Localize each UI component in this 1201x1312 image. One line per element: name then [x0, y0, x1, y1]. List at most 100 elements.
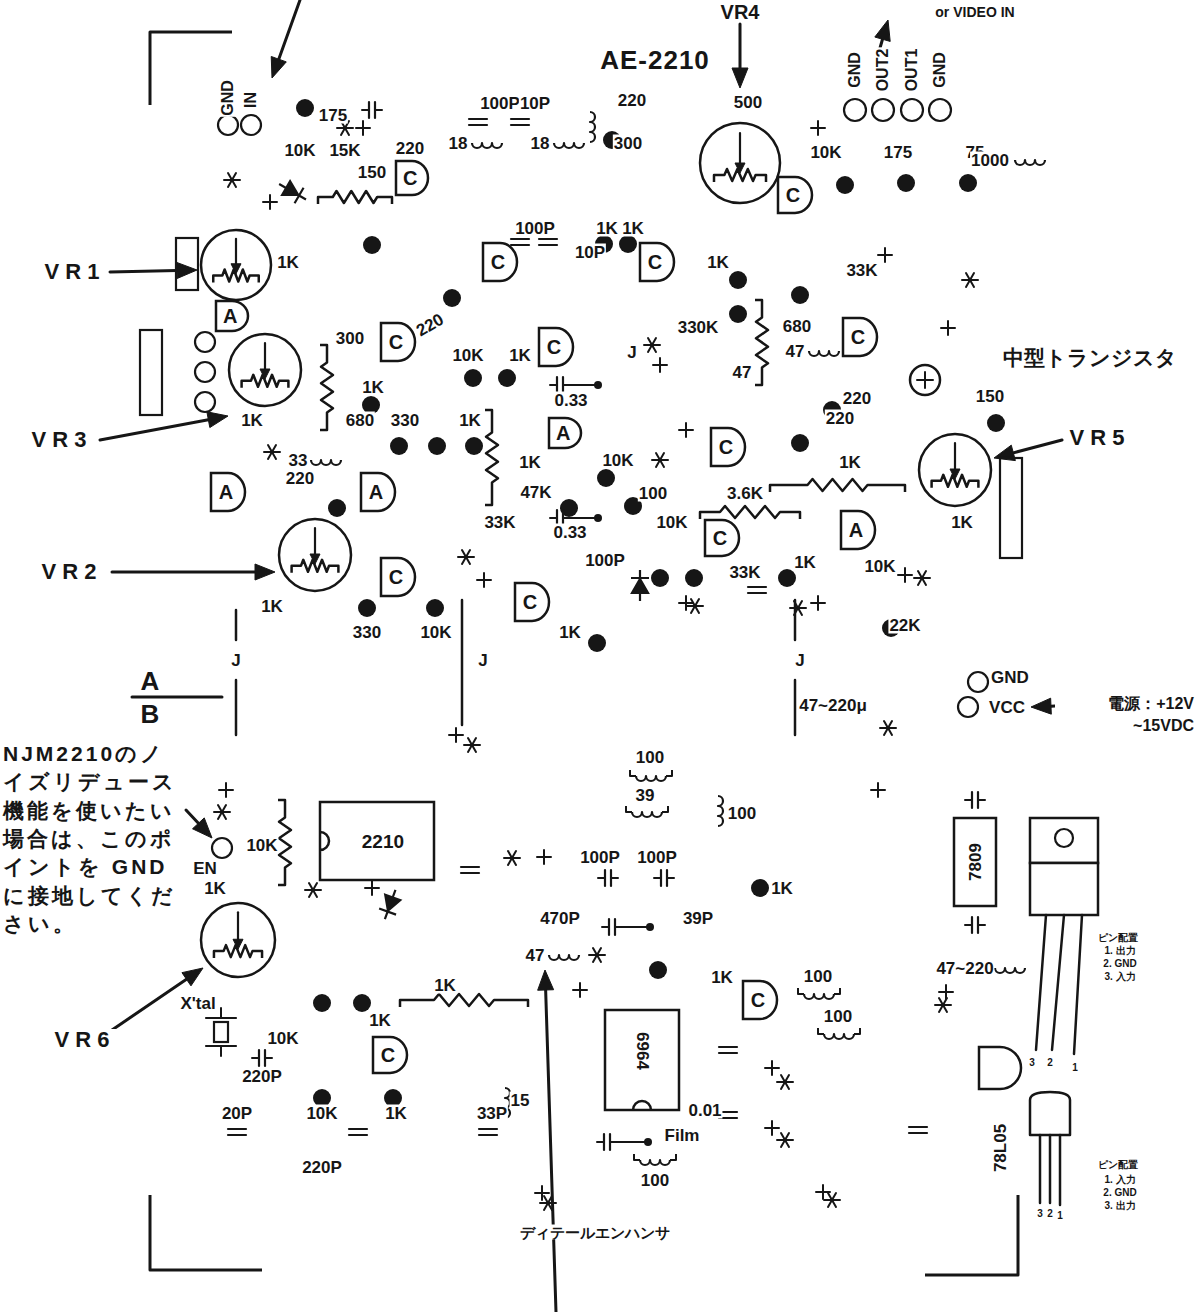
- ic-package: 7809: [952, 816, 998, 908]
- transistor-symbol: C: [841, 316, 879, 358]
- part-outline-path: [381, 323, 415, 361]
- solder-pad: [296, 99, 314, 117]
- polarity-mark: [455, 728, 457, 742]
- regulator-body: [1030, 863, 1098, 915]
- pointer-arrow: [112, 979, 186, 1030]
- electrolytic-mark: [884, 721, 892, 735]
- solder-pad: [313, 994, 331, 1012]
- polarity-mark: [685, 596, 687, 610]
- component-value: 10P: [519, 95, 551, 112]
- component-value: 300: [335, 330, 365, 347]
- crystal-symbol: [214, 1022, 228, 1042]
- pointer-arrow-head: [177, 262, 197, 278]
- component-value: 150: [357, 164, 387, 181]
- component-value: 10K: [266, 1030, 299, 1047]
- part-outline-path: [539, 328, 573, 366]
- transistor-symbol: A: [209, 471, 247, 513]
- component-value: 15: [510, 1092, 531, 1109]
- terminal-pad: [218, 115, 238, 135]
- component-value: 1K: [518, 454, 542, 471]
- component-value: 100: [823, 1008, 853, 1025]
- capacitor-lead: [550, 517, 557, 519]
- polarity-mark: [771, 1061, 773, 1075]
- electrolytic-mark: [593, 948, 601, 962]
- polarity-mark: [541, 1186, 543, 1200]
- crystal-symbol: [220, 1046, 222, 1056]
- component-value: 1K: [838, 454, 862, 471]
- solder-pad: [729, 305, 747, 323]
- component-value: 33K: [728, 564, 761, 581]
- electrolytic-mark: [828, 1193, 836, 1207]
- component-value: 680: [782, 318, 812, 335]
- electrolytic-mark: [781, 1075, 789, 1089]
- capacitor-symbol: [349, 1134, 367, 1136]
- component-value: A: [140, 668, 161, 694]
- part-callout: VR1: [44, 261, 107, 283]
- regulator-pin: [1036, 915, 1046, 1050]
- component-value: 175: [318, 107, 348, 124]
- solder-pad: [897, 174, 915, 192]
- part-marking: A: [849, 520, 863, 540]
- solder-pad: [778, 569, 796, 587]
- resistor-symbol: [700, 506, 800, 519]
- capacitor-symbol: [748, 592, 766, 594]
- polarity-mark: [362, 121, 364, 135]
- solder-pad: [644, 1138, 652, 1146]
- component-value: ディテールエンハンサ: [519, 1225, 671, 1240]
- capacitor-symbol: [511, 118, 529, 120]
- solder-pad: [836, 176, 854, 194]
- solder-pad: [685, 569, 703, 587]
- part-outline-path: [778, 177, 812, 213]
- component-value: 100: [635, 749, 665, 766]
- inductor-symbol: [549, 955, 579, 960]
- inductor-symbol: [995, 968, 1025, 973]
- trimmer-body: [201, 230, 271, 300]
- terminal-name: GND: [847, 51, 863, 89]
- electrolytic-mark: [884, 721, 892, 735]
- capacitor-lead: [362, 109, 369, 111]
- electrolytic-mark: [781, 1075, 789, 1089]
- inductor-symbol: [590, 112, 595, 142]
- component-value: 150: [975, 388, 1005, 405]
- electrolytic-mark: [781, 1133, 789, 1147]
- capacitor-symbol: [909, 1126, 927, 1128]
- component-value: 220: [825, 410, 855, 427]
- component-value: 1K: [361, 379, 385, 396]
- pointer-arrow: [186, 810, 198, 823]
- terminal-name: GND: [220, 79, 236, 117]
- part-outline-path: [483, 243, 517, 281]
- capacitor-symbol: [461, 872, 479, 874]
- terminal-name: GND: [932, 51, 948, 89]
- trimmer-outline: [1000, 458, 1022, 558]
- component-value: 1K: [368, 1012, 392, 1029]
- ic-package: 2210: [318, 800, 436, 882]
- component-value: 500: [733, 94, 763, 111]
- capacitor-lead: [563, 517, 570, 519]
- component-value: 330: [352, 624, 382, 641]
- regulator-pin: [1059, 1135, 1062, 1205]
- capacitor-lead: [375, 109, 382, 111]
- component-value: 10K: [601, 452, 634, 469]
- component-value: 33P: [476, 1105, 508, 1122]
- transistor-symbol: C: [481, 241, 519, 283]
- part-marking: C: [381, 1045, 395, 1065]
- component-value: 0.01: [687, 1102, 722, 1119]
- electrolytic-mark: [781, 1133, 789, 1147]
- trimmer-wiper-head: [231, 264, 241, 274]
- electrolytic-mark: [218, 805, 226, 819]
- polarity-mark: [659, 358, 661, 372]
- component-value: 33K: [845, 262, 878, 279]
- transistor-symbol: A: [214, 299, 250, 333]
- component-value: 220P: [241, 1068, 283, 1085]
- solder-pad: [498, 369, 516, 387]
- inductor-lead: [666, 770, 672, 776]
- polarity-mark: [877, 783, 879, 797]
- electrolytic-mark: [918, 571, 926, 585]
- inductor-lead: [662, 806, 668, 812]
- pointer-arrow-head: [732, 68, 748, 88]
- component-value: 100P: [479, 95, 521, 112]
- inductor-symbol: [554, 143, 584, 148]
- pointer-arrow-head: [1031, 698, 1051, 714]
- electrolytic-mark: [648, 338, 656, 352]
- inductor-symbol: [804, 994, 834, 999]
